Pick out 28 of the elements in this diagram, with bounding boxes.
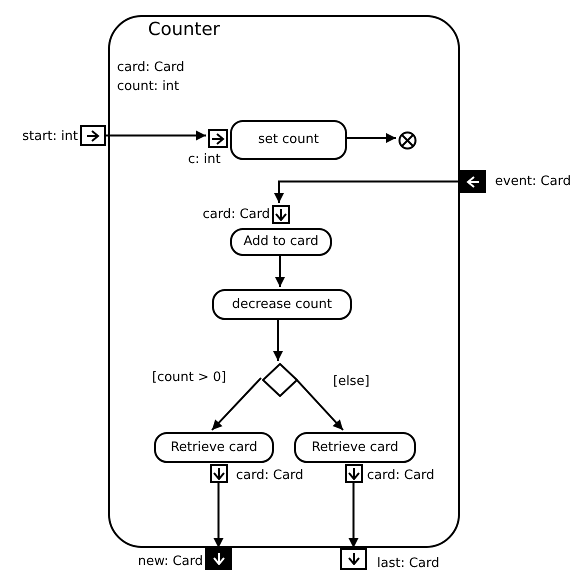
attribute-text: count: int	[117, 78, 180, 96]
action-box: decrease count	[212, 289, 352, 320]
pin-label: new: Card	[136, 553, 203, 571]
class-frame	[108, 15, 460, 548]
decision-diamond	[262, 363, 298, 397]
arrow	[348, 481, 358, 548]
arrow	[274, 180, 460, 203]
action-box: Retrieve card	[294, 432, 416, 463]
pin-label: card: Card	[367, 467, 436, 485]
arrow	[214, 481, 224, 548]
pin-label: last: Card	[377, 555, 440, 572]
pin-label: start: int	[21, 128, 78, 146]
action-box: set count	[230, 120, 347, 160]
arrow	[273, 318, 283, 361]
pin-label: event: Card	[495, 173, 572, 191]
arrow	[345, 133, 396, 143]
pin-label: card: Card	[202, 206, 270, 224]
frame-title: Counter	[148, 19, 220, 41]
pin-label: c: int	[188, 151, 222, 169]
arrow	[294, 377, 344, 431]
pin-label: card: Card	[236, 467, 304, 485]
arrow	[106, 130, 206, 140]
flow-final-node	[398, 131, 417, 150]
attribute-text: card: Card	[117, 59, 184, 77]
arrow	[211, 377, 262, 431]
action-box: Retrieve card	[154, 432, 274, 463]
action-box: Add to card	[230, 228, 332, 256]
arrow	[275, 254, 285, 287]
